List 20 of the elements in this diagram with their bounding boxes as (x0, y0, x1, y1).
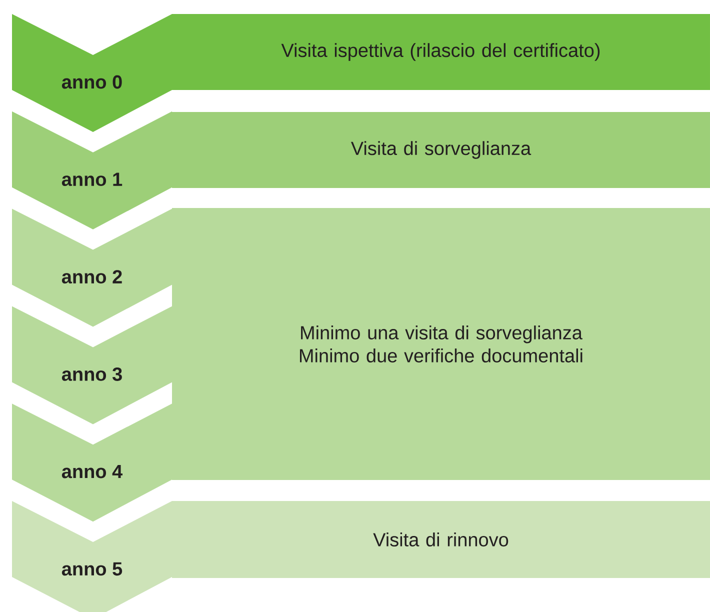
node-label: Visita di rinnovo (373, 532, 508, 546)
timeline-band: Visita di sorveglianza (172, 112, 710, 188)
chevron-step: anno 4 (12, 404, 172, 522)
node-label: anno 1 (62, 172, 122, 186)
chevron-step: anno 2 (12, 208, 172, 327)
node-label: anno 3 (62, 367, 122, 381)
chevron-step: anno 3 (12, 306, 172, 424)
timeline-band: Minimo una visita di sorveglianza Minimo due verifiche documentali (172, 208, 710, 480)
timeline-band: Visita ispettiva (rilascio del certificato) (172, 14, 710, 90)
node-label: anno 4 (62, 464, 123, 478)
chevron-step: anno 0 (12, 14, 172, 132)
chevron-step: anno 1 (12, 111, 172, 230)
timeline-band: Visita di rinnovo (172, 501, 710, 578)
node-label: anno 0 (62, 75, 122, 89)
node-label: Visita di sorveglianza (350, 141, 532, 159)
chevron-step: anno 5 (12, 501, 172, 612)
node-label: anno 2 (62, 270, 122, 284)
node-label: Minimo una visita di sorveglianza Minimo due verifiche documentali (300, 326, 582, 362)
node-label: Visita ispettiva (rilascio del certificato) (281, 43, 600, 61)
node-label: anno 5 (62, 562, 122, 576)
